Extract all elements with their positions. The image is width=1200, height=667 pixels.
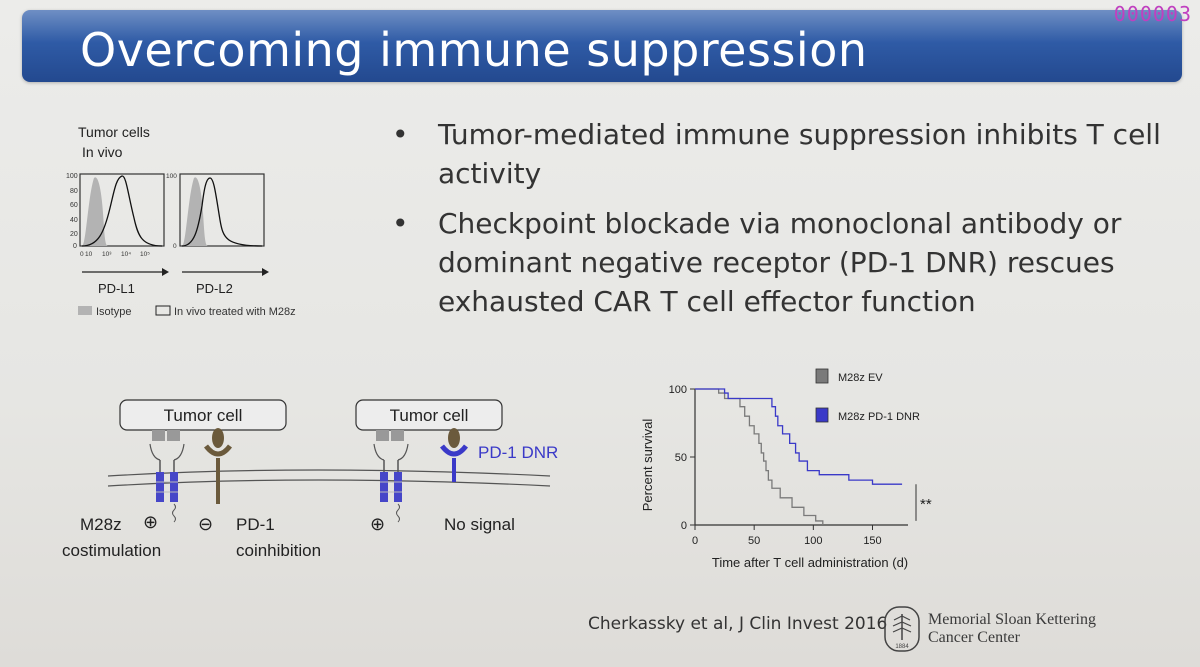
y-tick: 0	[173, 243, 177, 250]
y-tick: 100	[166, 173, 177, 180]
institution-name: Memorial Sloan Kettering Cancer Center	[928, 611, 1096, 647]
x-axis-label: Time after T cell administration (d)	[712, 555, 908, 570]
plus-symbol: ⊕	[143, 512, 158, 532]
survival-chart: 0 50 100 150 0 50 100 Percent survival Time af…	[640, 368, 932, 570]
tumor-cell-label: Tumor cell	[390, 406, 469, 425]
bullet-item: •Tumor-mediated immune suppression inhib…	[392, 118, 1161, 190]
x-tick-label: 0	[692, 535, 698, 547]
x-tick: 10	[85, 251, 93, 258]
pd1-label-line2: coinhibition	[236, 541, 321, 560]
receptor-schematic: Tumor cell M28z ⊕	[62, 399, 558, 560]
logo-year: 1884	[895, 644, 909, 650]
legend-swatch-dnr	[815, 407, 829, 423]
tumor-cell-label: Tumor cell	[164, 406, 243, 425]
institution-line1: Memorial Sloan Kettering	[928, 611, 1096, 628]
treated-histogram	[81, 175, 163, 247]
car-receptor	[149, 443, 185, 523]
isotype-histogram	[82, 177, 108, 246]
citation: Cherkassky et al, J Clin Invest 2016	[588, 614, 888, 634]
flow-y-ticks: 100 80 60 40 20 0	[66, 173, 78, 250]
slide-counter: 000003	[1113, 2, 1192, 26]
bullet-item: •Checkpoint blockade via monoclonal anti…	[392, 207, 1122, 318]
flow-legend: Isotype In vivo treated with M28z	[78, 305, 296, 318]
car-receptor	[373, 443, 409, 523]
y-axis-label: Percent survival	[640, 419, 655, 512]
bullet-list: •Tumor-mediated immune suppression inhib…	[392, 115, 1182, 332]
y-tick: 100	[66, 173, 78, 180]
x-tick: 10⁵	[140, 251, 150, 258]
series-line-dnr	[695, 388, 903, 485]
legend-label-dnr: M28z PD-1 DNR	[838, 411, 920, 423]
plot-area: 0 50 100 150 0 50 100	[669, 384, 917, 547]
treated-histogram	[181, 177, 263, 247]
y-tick-label: 0	[681, 520, 687, 532]
chart-legend: M28z EV M28z PD-1 DNR	[815, 368, 920, 423]
y-tick-label: 50	[675, 452, 687, 464]
x-tick-label: 50	[748, 535, 760, 547]
schematic-left: Tumor cell M28z ⊕	[62, 399, 551, 560]
legend-treated: In vivo treated with M28z	[174, 306, 296, 318]
car-label-line1: M28z	[80, 515, 122, 534]
y-tick-label: 100	[669, 384, 687, 396]
x-tick: 0	[80, 251, 84, 258]
x-tick-label: 150	[863, 535, 881, 547]
flow-cytometry-figure: Tumor cells In vivo 100 80 60 40 20 0 0 …	[66, 124, 296, 318]
series-line-ev	[695, 388, 824, 525]
y-tick: 0	[73, 243, 77, 250]
msk-logo-icon: 1884	[884, 606, 920, 652]
pd1-dnr-label: PD-1 DNR	[478, 443, 558, 462]
flow-title-line1: Tumor cells	[78, 124, 150, 140]
x-tick: 10³	[102, 251, 112, 258]
x-tick: 10⁴	[121, 251, 131, 258]
y-tick: 80	[70, 188, 78, 195]
y-tick: 20	[70, 231, 78, 238]
schematic-right: Tumor cell PD-1 DNR ⊕ No signal	[355, 399, 558, 534]
title-bar: Overcoming immune suppression	[22, 10, 1182, 82]
institution-line2: Cancer Center	[928, 629, 1020, 646]
flow-panel-pd-l2: 100 0 PD-L2	[166, 173, 269, 296]
flow-title-line2: In vivo	[82, 144, 123, 160]
pd1-label-line1: PD-1	[236, 515, 275, 534]
panel-label-pd-l2: PD-L2	[196, 281, 233, 296]
flow-panel-pd-l1: 100 80 60 40 20 0 0 10 10³ 10⁴ 10⁵ PD-L1	[66, 173, 169, 296]
flow-x-ticks: 0 10 10³ 10⁴ 10⁵	[80, 251, 150, 258]
legend-label-ev: M28z EV	[838, 372, 883, 384]
y-tick: 40	[70, 217, 78, 224]
legend-isotype: Isotype	[96, 306, 131, 318]
pd1-receptor	[204, 428, 232, 504]
isotype-histogram	[182, 177, 208, 246]
x-tick-label: 100	[804, 535, 822, 547]
panel-label-pd-l1: PD-L1	[98, 281, 135, 296]
pd1-dnr-receptor	[440, 428, 468, 482]
slide-title: Overcoming immune suppression	[80, 23, 868, 77]
significance-annotation: **	[920, 496, 932, 513]
no-signal-label: No signal	[444, 515, 515, 534]
plus-symbol: ⊕	[370, 514, 385, 534]
y-tick: 60	[70, 202, 78, 209]
legend-swatch-ev	[815, 368, 829, 384]
minus-symbol: ⊖	[198, 514, 213, 534]
car-label-line2: costimulation	[62, 541, 161, 560]
